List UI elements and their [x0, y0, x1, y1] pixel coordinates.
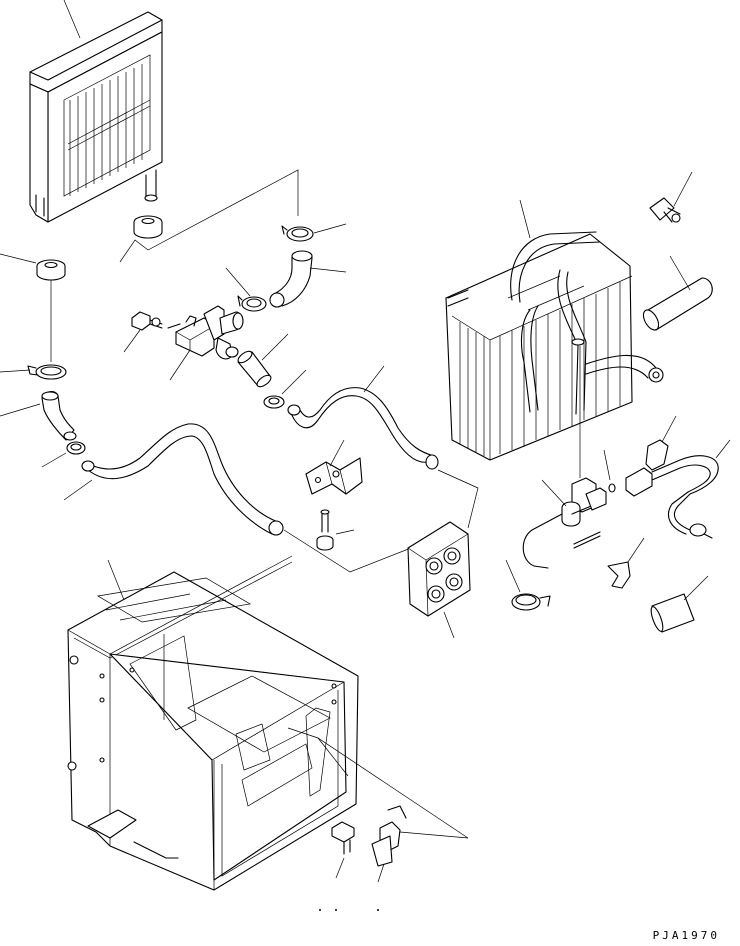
- leader-case-bolt: [335, 857, 345, 879]
- leader-valve-bolt: [123, 329, 141, 353]
- leader-case-clip: [399, 831, 469, 839]
- assembly-line-s: [437, 469, 479, 529]
- heater-hose-straight[interactable]: [236, 349, 273, 389]
- case-clip[interactable]: [371, 805, 407, 867]
- evaporator[interactable]: [445, 231, 633, 461]
- leader-insulation-tube: [669, 255, 691, 291]
- valve-bolt[interactable]: [131, 311, 163, 331]
- leader-bolt: [335, 529, 355, 535]
- leader-valve: [169, 349, 191, 381]
- leader-grommet: [0, 253, 37, 264]
- leader-liquid-pipe: [715, 439, 731, 459]
- leader-hose-long: [63, 479, 93, 501]
- evaporator-pipe[interactable]: [585, 354, 664, 383]
- leader-clamp-top: [313, 223, 347, 234]
- leader-clamp-small: [41, 452, 67, 468]
- o-ring[interactable]: [608, 483, 616, 493]
- leader-o-ring: [603, 449, 611, 481]
- heater-hose-s[interactable]: [287, 387, 439, 470]
- water-valve[interactable]: [167, 305, 244, 360]
- leader-elbow-left: [0, 403, 41, 417]
- grommet-plate[interactable]: [407, 521, 471, 617]
- leader-evaporator: [519, 199, 531, 239]
- leader-hose-band: [505, 559, 521, 593]
- leader-heater-core: [63, 0, 81, 39]
- leader-clamp-lower: [281, 369, 307, 395]
- leader-sensor: [661, 415, 677, 443]
- bolt[interactable]: [316, 509, 334, 551]
- leader-clamp-left: [0, 369, 31, 373]
- heater-hose-long[interactable]: [81, 423, 284, 536]
- mark-dot: [335, 909, 337, 911]
- heater-hose-elbow[interactable]: [269, 250, 313, 308]
- leader-spacer-clip: [627, 537, 645, 563]
- case-bolt[interactable]: [331, 821, 355, 855]
- leader-hose-s: [363, 365, 385, 393]
- heater-core[interactable]: [29, 11, 163, 223]
- liquid-pipe[interactable]: [625, 439, 719, 539]
- leader-grommet-right: [119, 169, 299, 263]
- leader-heater-case: [107, 559, 125, 601]
- mark-dot: [377, 909, 379, 911]
- leader-insulation-sleeve: [683, 575, 709, 601]
- heater-hose-clamp-mid[interactable]: [237, 295, 267, 312]
- leader-case-clip-2: [317, 737, 349, 777]
- drawing-code: PJA1970: [652, 929, 720, 942]
- bracket[interactable]: [305, 457, 363, 495]
- heater-hose-clamp-left[interactable]: [27, 364, 67, 380]
- insulation-tube[interactable]: [640, 277, 713, 333]
- leader-elbow: [309, 267, 347, 273]
- expansion-valve[interactable]: [522, 477, 607, 569]
- spacer-clip[interactable]: [607, 561, 631, 589]
- heater-grommet-right[interactable]: [133, 215, 163, 239]
- mark-dot: [319, 909, 321, 911]
- leader-case-clip-bottom: [377, 863, 385, 883]
- hose-band[interactable]: [511, 593, 551, 611]
- heater-hose-elbow-left[interactable]: [41, 390, 77, 441]
- heater-grommet-left[interactable]: [36, 259, 66, 281]
- insulation-sleeve[interactable]: [649, 593, 695, 633]
- heater-hose-clamp-lower[interactable]: [263, 395, 285, 409]
- leader-bracket: [329, 439, 345, 467]
- heater-hose-clamp-top[interactable]: [281, 225, 314, 242]
- leader-thermo-sensor: [673, 171, 693, 207]
- assembly-line-hose: [283, 529, 417, 573]
- leader-clamp-mid: [225, 267, 251, 297]
- leader-grommet-plate: [443, 611, 455, 639]
- heater-case[interactable]: [67, 555, 359, 891]
- thermo-sensor[interactable]: [649, 197, 681, 223]
- leader-hose-straight: [261, 333, 289, 361]
- leader-expansion-valve: [541, 479, 567, 507]
- heater-hose-clamp-small[interactable]: [66, 441, 86, 455]
